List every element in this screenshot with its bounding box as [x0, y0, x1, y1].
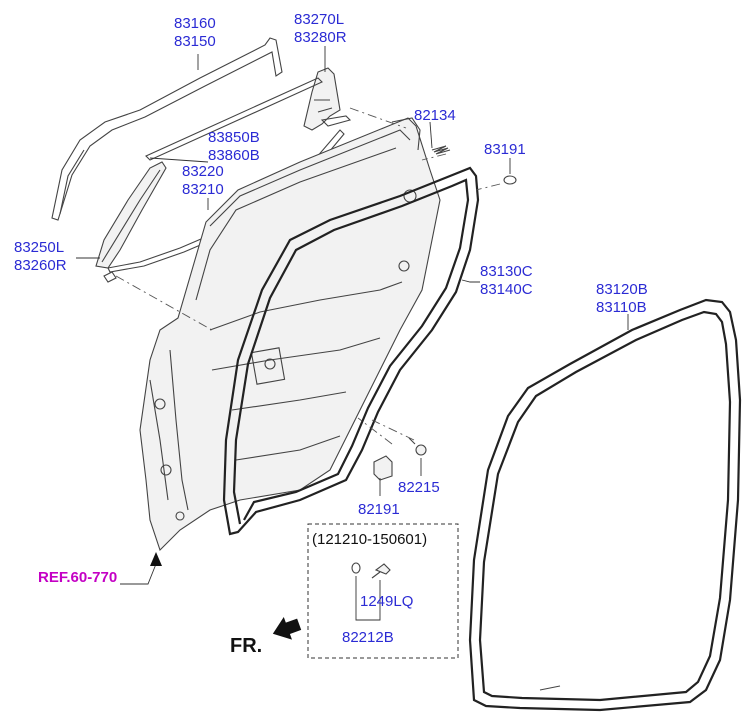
label-83130C[interactable]: 83130C [480, 263, 533, 280]
delta-moulding [303, 67, 352, 131]
label-82212B[interactable]: 82212B [342, 629, 394, 646]
label-83850B[interactable]: 83850B [208, 129, 260, 146]
front-label: FR. [230, 635, 262, 657]
door-panel [139, 117, 441, 552]
upper-weatherstrip [51, 37, 283, 221]
door-weatherstrip [222, 166, 480, 536]
clip-1249LQ [351, 562, 391, 579]
ref-arrowhead [150, 552, 162, 566]
date-range-box [307, 523, 459, 659]
label-83120B[interactable]: 83120B [596, 281, 648, 298]
label-83260R[interactable]: 83260R [14, 257, 67, 274]
label-83250L[interactable]: 83250L [14, 239, 64, 256]
body-weatherstrip [468, 298, 742, 712]
reference-lines [115, 107, 501, 445]
glass-run-channel [103, 129, 345, 283]
label-83860B[interactable]: 83860B [208, 147, 260, 164]
label-1249LQ[interactable]: 1249LQ [360, 593, 413, 610]
front-arrow-icon [272, 617, 302, 640]
date-range-label: (121210-150601) [312, 531, 427, 548]
label-83110B[interactable]: 83110B [596, 299, 647, 316]
label-83150[interactable]: 83150 [174, 33, 216, 50]
label-83140C[interactable]: 83140C [480, 281, 533, 298]
label-82134[interactable]: 82134 [414, 107, 456, 124]
label-83210[interactable]: 83210 [182, 181, 224, 198]
grommet-83191 [503, 175, 517, 185]
label-83220[interactable]: 83220 [182, 163, 224, 180]
spring-82134 [431, 145, 451, 155]
label-83270L[interactable]: 83270L [294, 11, 344, 28]
clip-82215 [408, 437, 427, 456]
plug-82191 [373, 455, 393, 481]
label-82191[interactable]: 82191 [358, 501, 400, 518]
quarter-glass [95, 161, 167, 269]
leader-lines [76, 46, 629, 621]
ref-link[interactable]: REF.60-770 [38, 569, 117, 586]
belt-moulding [145, 77, 323, 161]
label-82215[interactable]: 82215 [398, 479, 440, 496]
label-83160[interactable]: 83160 [174, 15, 216, 32]
label-83280R[interactable]: 83280R [294, 29, 347, 46]
label-83191[interactable]: 83191 [484, 141, 526, 158]
